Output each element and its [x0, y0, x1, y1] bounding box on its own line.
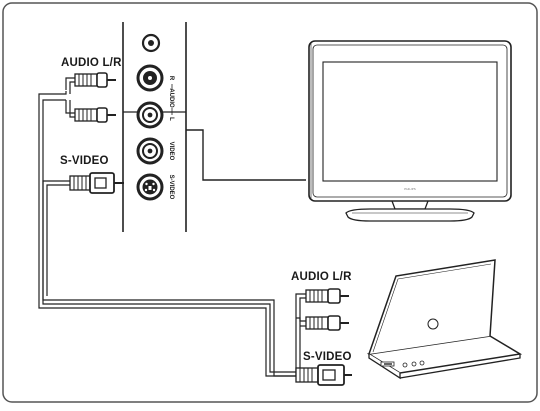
port-label-r: R	[168, 76, 174, 81]
port-label-l: L	[168, 117, 174, 121]
tv-illustration: PHILIPS	[308, 40, 512, 222]
laptop-logo	[427, 318, 439, 330]
laptop-illustration	[366, 259, 523, 380]
tv-audio-plugs	[65, 72, 116, 123]
svideo-port	[136, 173, 164, 201]
port-label-audio: AUDIO	[168, 88, 174, 108]
laptop-svideo-label: S-VIDEO	[303, 351, 352, 363]
audio-r-port	[136, 64, 164, 92]
headphone-jack	[141, 33, 161, 53]
panel-to-tv-line	[186, 129, 306, 181]
laptop-audio-plugs	[295, 288, 349, 376]
laptop-svideo-plug	[273, 364, 352, 386]
tv-audio-label: AUDIO L/R	[61, 57, 122, 69]
port-label-svideo: S-VIDEO	[168, 175, 174, 200]
port-label-video: VIDEO	[168, 142, 174, 161]
audio-l-port	[136, 101, 164, 129]
svideo-cable	[42, 180, 275, 372]
laptop-audio-label: AUDIO L/R	[291, 271, 352, 283]
tv-svideo-label: S-VIDEO	[60, 155, 109, 167]
video-port	[136, 137, 164, 165]
tv-brand-logo: PHILIPS	[404, 187, 416, 191]
tv-svideo-plug	[69, 172, 124, 194]
